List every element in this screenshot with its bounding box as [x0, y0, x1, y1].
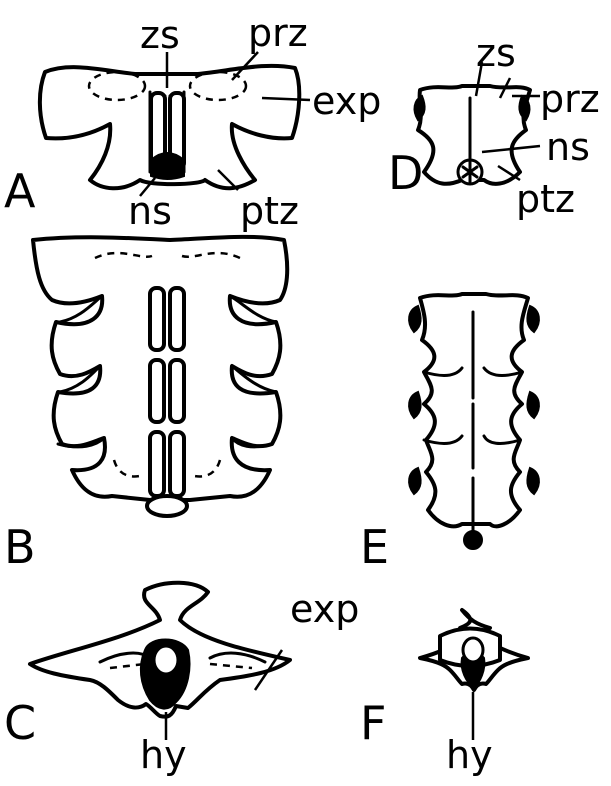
- panel-c-vertebra: [30, 583, 290, 740]
- panel-a-vertebra: [40, 52, 310, 196]
- panel-a-label-zs: zs: [140, 16, 180, 54]
- panel-e-letter: E: [360, 524, 389, 570]
- panel-e-vertebrae: [409, 294, 539, 549]
- panel-a-letter: A: [4, 168, 35, 214]
- panel-b-letter: B: [4, 524, 36, 570]
- panel-a-label-exp: exp: [312, 82, 381, 120]
- panel-f-letter: F: [360, 700, 386, 746]
- panel-c-label-hy: hy: [140, 736, 187, 774]
- panel-a-label-ptz: ptz: [240, 192, 299, 230]
- panel-c-label-exp: exp: [290, 590, 359, 628]
- panel-a-label-prz: prz: [248, 14, 308, 52]
- panel-d-label-ptz: ptz: [516, 180, 575, 218]
- panel-c-letter: C: [4, 700, 36, 746]
- panel-a-label-ns: ns: [128, 192, 172, 230]
- panel-d-vertebra: [415, 62, 540, 184]
- panel-d-label-zs: zs: [476, 34, 516, 72]
- panel-f-vertebra: [420, 610, 528, 740]
- panel-f-label-hy: hy: [446, 736, 493, 774]
- panel-d-label-prz: prz: [540, 80, 600, 118]
- panel-d-label-ns: ns: [546, 128, 590, 166]
- panel-d-letter: D: [388, 150, 423, 196]
- panel-b-vertebrae: [33, 237, 287, 516]
